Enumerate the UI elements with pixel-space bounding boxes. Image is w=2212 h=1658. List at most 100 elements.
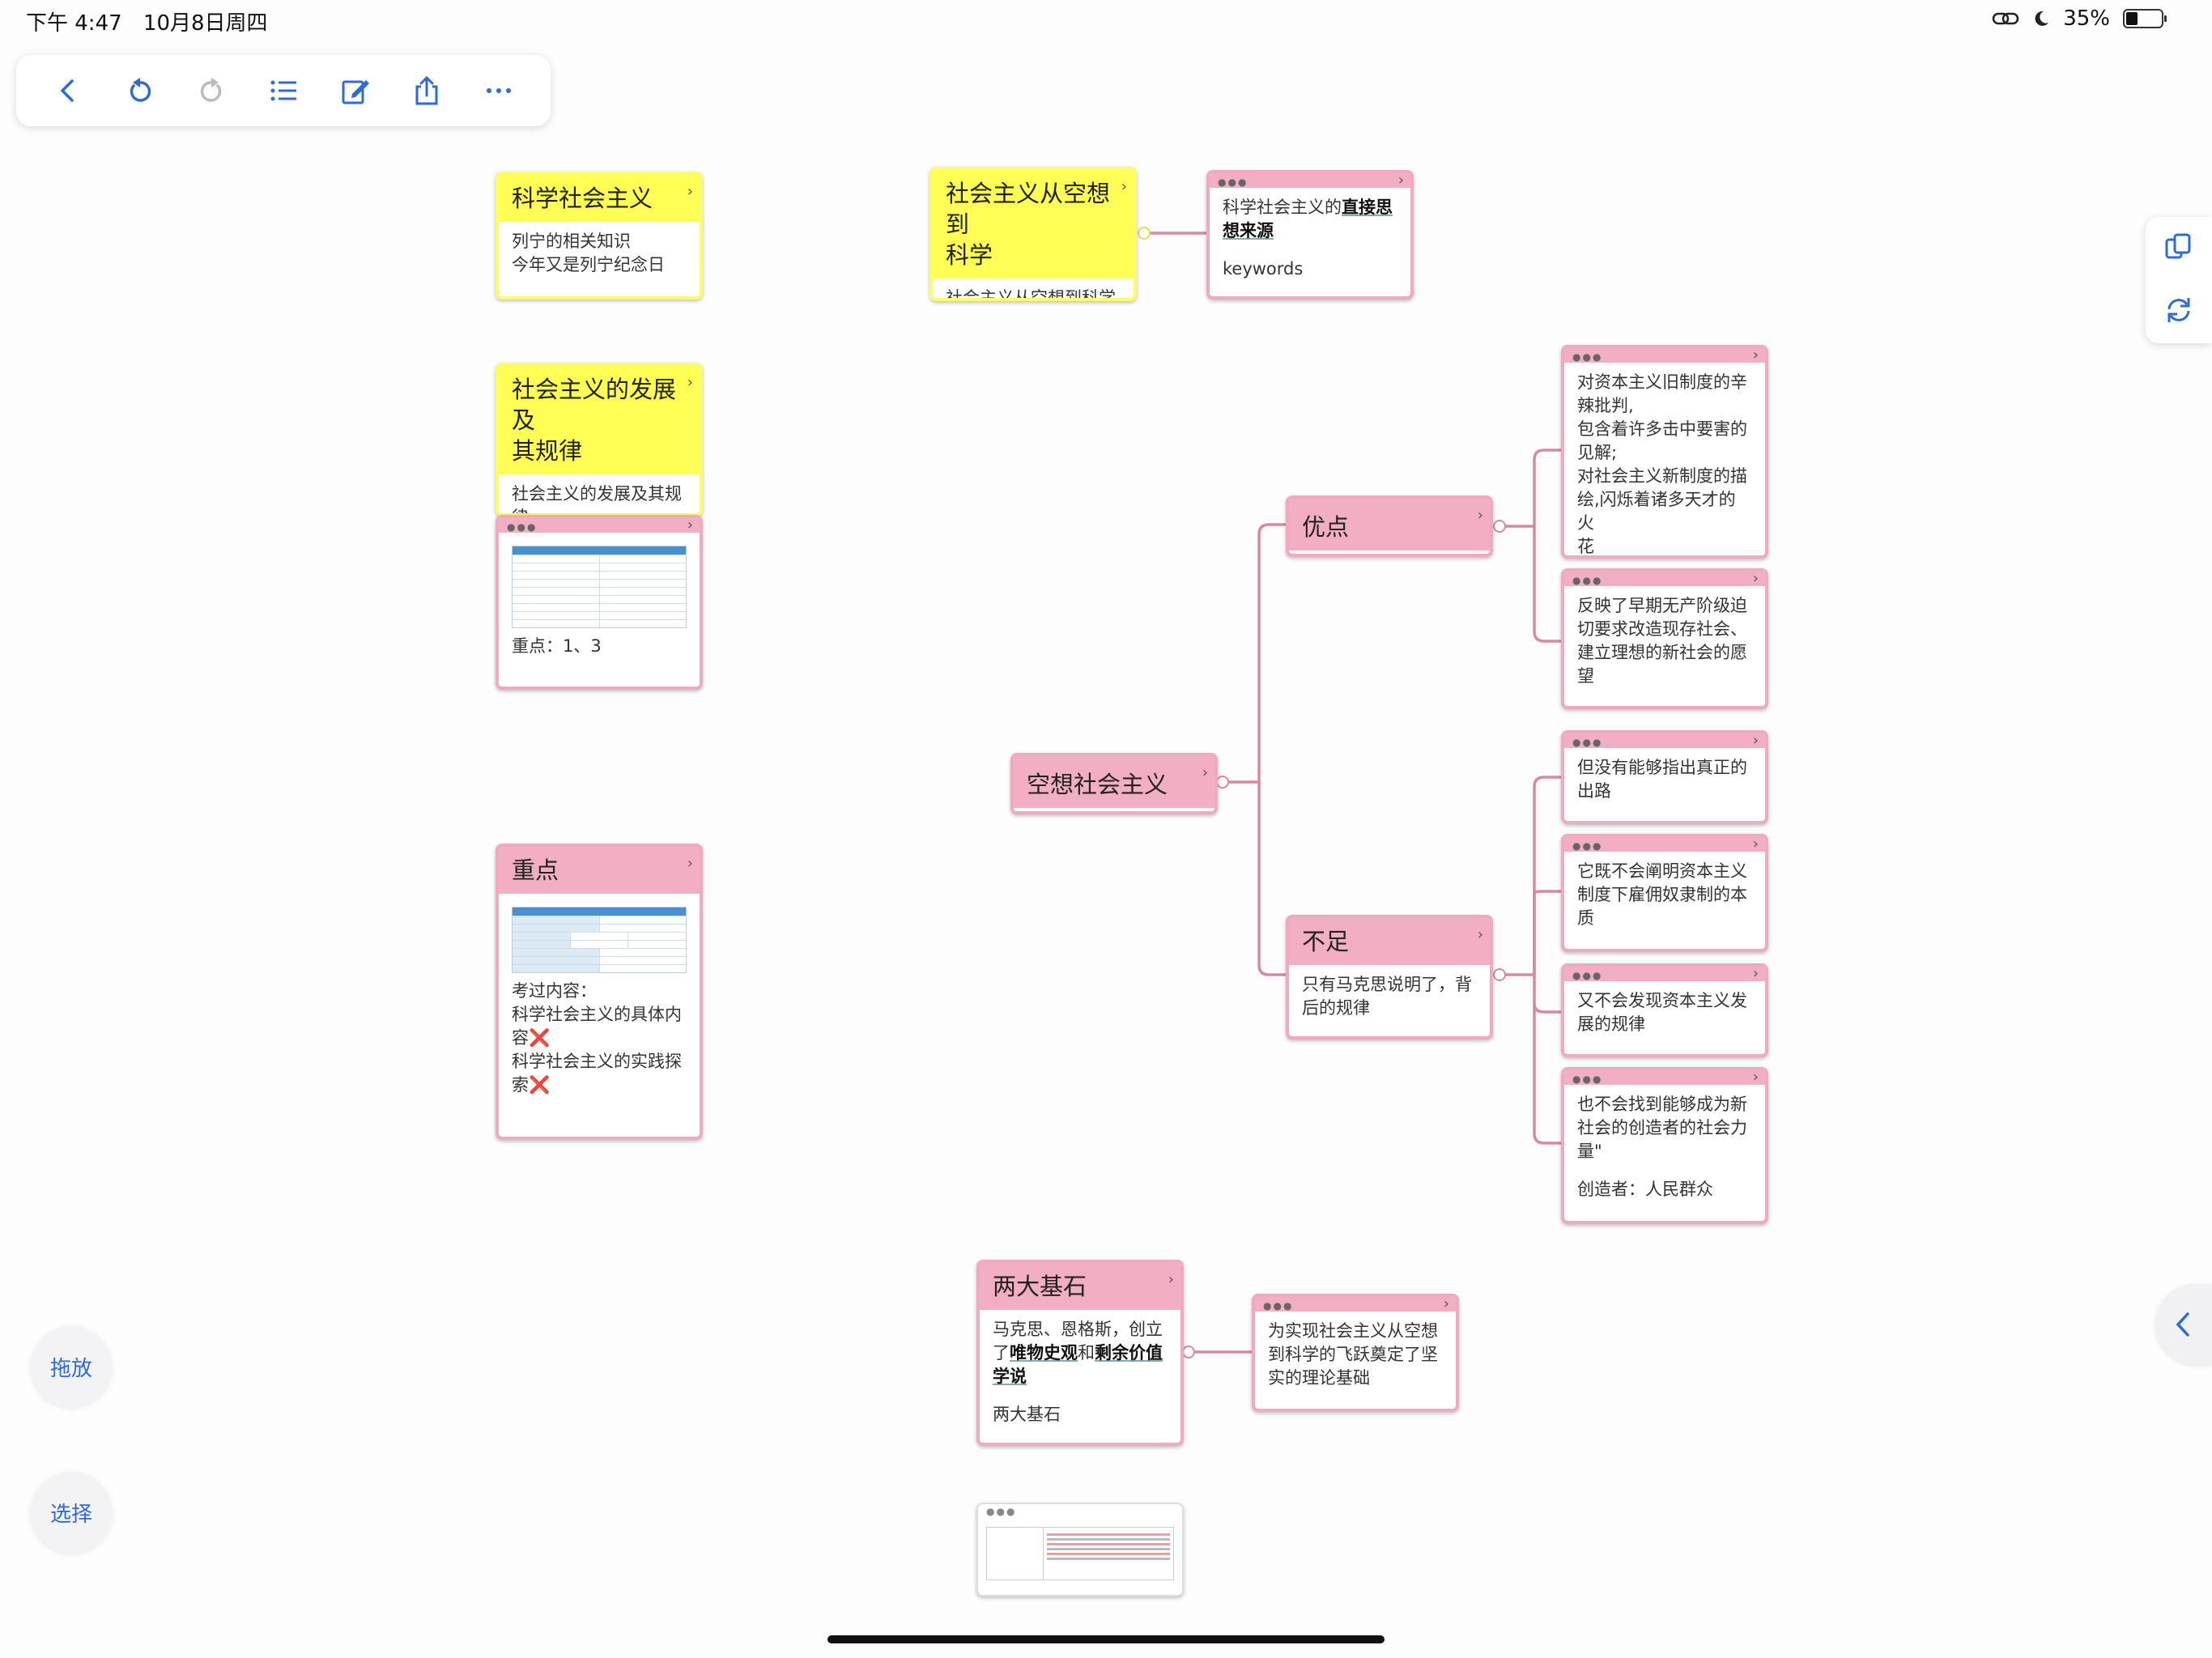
chevron-right-icon: › [1168, 1271, 1174, 1288]
card-title: 不足› [1289, 918, 1490, 965]
topic-card-key-points[interactable]: 重点› 考过内容： 科学社会主义的具体内 容❌ 科学社会主义的实践探 索❌ [496, 844, 703, 1140]
cross-mark-icon: ❌ [529, 1075, 551, 1095]
undo-icon [130, 78, 151, 102]
select-button[interactable]: 选择 [31, 1472, 112, 1553]
note-card-shortcoming-1[interactable]: ●●● › 但没有能够指出真正的出路 [1561, 730, 1768, 824]
chevron-right-icon: › [687, 517, 693, 534]
note-card-shortcoming-4[interactable]: ●●● › 也不会找到能够成为新社会的创造者的社会力 量" 创造者：人民群众 [1561, 1067, 1768, 1224]
dots-icon: ●●● [507, 521, 538, 533]
dots-icon: ●●● [1218, 176, 1249, 188]
dots-icon: ●●● [1572, 1073, 1603, 1085]
note-card-table-image[interactable]: ●●● › 重点：1、3 [496, 515, 703, 690]
card-body: 只有马克思说明了，背 后的规律 [1302, 975, 1472, 1018]
chevron-left-icon [2176, 1312, 2189, 1337]
card-body: 社会主义的发展及其规 律 [512, 484, 682, 513]
status-time: 下午 4:47 [26, 11, 122, 36]
chevron-right-icon: › [1752, 965, 1759, 982]
dots-icon: ●●● [1572, 840, 1603, 852]
redo-button[interactable] [187, 66, 236, 115]
card-title: 社会主义的发展及其规律› [499, 366, 700, 474]
note-card-shortcoming-3[interactable]: ●●● › 又不会发现资本主义发展的规律 [1561, 963, 1768, 1057]
topic-card-utopian-socialism[interactable]: 空想社会主义› [1010, 753, 1218, 814]
collapse-node[interactable] [1493, 968, 1506, 981]
share-icon [415, 75, 438, 105]
card-body: 社会主义从空想到科学 [946, 288, 1116, 301]
document-image [986, 1527, 1174, 1580]
chevron-right-icon: › [1752, 346, 1759, 363]
topic-card-utopia-to-science[interactable]: 社会主义从空想到科学› 社会主义从空想到科学 [929, 167, 1137, 301]
back-button[interactable] [44, 66, 92, 115]
card-body: 重点：1、3 [499, 533, 700, 666]
expand-panel-button[interactable] [2155, 1284, 2212, 1365]
topic-card-merits[interactable]: 优点› [1286, 495, 1493, 557]
chevron-right-icon: › [1397, 172, 1404, 189]
status-bar-right: 35% [1992, 6, 2167, 31]
sync-button[interactable] [2163, 295, 2194, 329]
drag-button[interactable]: 拖放 [31, 1326, 112, 1407]
card-body: 对资本主义旧制度的辛辣批判, 包含着许多击中要害的见解; 对社会主义新制度的描绘… [1577, 372, 1747, 556]
chevron-right-icon: › [1752, 835, 1759, 852]
table-image [512, 546, 687, 628]
chevron-right-icon: › [687, 374, 693, 391]
dots-icon: ●●● [1572, 737, 1603, 748]
chevron-right-icon: › [1202, 764, 1208, 781]
note-card-theory-foundation[interactable]: ●●● › 为实现社会主义从空想 到科学的飞跃奠定了坚 实的理论基础 [1252, 1294, 1459, 1412]
card-body: 也不会找到能够成为新社会的创造者的社会力 量" 创造者：人民群众 [1577, 1095, 1747, 1199]
chevron-right-icon: › [1443, 1295, 1449, 1312]
dots-icon: ●●● [1572, 575, 1603, 586]
copy-button[interactable] [2163, 232, 2194, 266]
more-icon [486, 88, 511, 93]
table-image [512, 907, 687, 973]
dots-icon: ●●● [1572, 970, 1603, 981]
more-button[interactable] [474, 66, 523, 115]
cross-mark-icon: ❌ [529, 1028, 551, 1048]
topic-card-scientific-socialism[interactable]: 科学社会主义› 列宁的相关知识 今年又是列宁纪念日 [496, 172, 703, 300]
chevron-right-icon: › [1477, 926, 1483, 943]
undo-button[interactable] [116, 66, 164, 115]
home-indicator[interactable] [827, 1635, 1385, 1643]
moon-icon [2035, 11, 2049, 26]
note-card-direct-source[interactable]: ●●● › 科学社会主义的直接思 想来源 keywords [1206, 170, 1414, 300]
topic-card-two-cornerstones[interactable]: 两大基石› 马克思、恩格斯，创立 了唯物史观和剩余价值 学说 两大基石 [976, 1260, 1184, 1446]
card-body: 又不会发现资本主义发展的规律 [1577, 991, 1747, 1034]
edit-button[interactable] [331, 66, 380, 115]
collapse-node[interactable] [1182, 1346, 1195, 1358]
collapse-node[interactable] [1216, 776, 1229, 789]
chevron-right-icon: › [1477, 507, 1483, 524]
card-title: 空想社会主义› [1014, 756, 1214, 808]
card-body: 反映了早期无产阶级迫切要求改造现存社会、 建立理想的新社会的愿望 [1577, 596, 1747, 686]
chevron-right-icon: › [687, 183, 693, 200]
topic-card-shortcomings[interactable]: 不足› 只有马克思说明了，背 后的规律 [1286, 915, 1493, 1039]
card-title: 优点› [1289, 499, 1490, 551]
note-card-document-image[interactable]: ●●● [976, 1503, 1184, 1596]
sync-icon [2167, 298, 2190, 322]
card-title: 重点› [499, 847, 700, 894]
dots-icon: ●●● [986, 1506, 1017, 1517]
dots-icon: ●●● [1263, 1300, 1294, 1312]
card-body: 列宁的相关知识 今年又是列宁纪念日 [512, 232, 665, 274]
chevron-right-icon: › [1752, 1069, 1759, 1086]
card-body: 为实现社会主义从空想 到科学的飞跃奠定了坚 实的理论基础 [1268, 1321, 1438, 1388]
card-title: 两大基石› [980, 1263, 1180, 1310]
card-body: 考过内容： 科学社会主义的具体内 容❌ 科学社会主义的实践探 索❌ [499, 894, 700, 1105]
chevron-right-icon: › [687, 855, 693, 872]
collapse-node[interactable] [1138, 227, 1151, 240]
dots-icon: ●●● [1572, 351, 1603, 363]
note-card-shortcoming-2[interactable]: ●●●› 它既不会阐明资本主义制度下雇佣奴隶制的本 质 [1561, 834, 1768, 952]
card-body: 马克思、恩格斯，创立 了唯物史观和剩余价值 学说 两大基石 [993, 1320, 1163, 1424]
outline-button[interactable] [259, 66, 308, 115]
card-body: 但没有能够指出真正的出路 [1577, 758, 1747, 801]
list-icon [270, 80, 296, 101]
chevron-right-icon: › [1752, 732, 1759, 749]
battery-icon [2123, 9, 2167, 28]
note-card-merit-1[interactable]: ●●● › 对资本主义旧制度的辛辣批判, 包含着许多击中要害的见解; 对社会主义新… [1561, 345, 1768, 559]
chevron-right-icon: › [1752, 570, 1759, 587]
collapse-node[interactable] [1493, 520, 1506, 533]
edit-icon [342, 80, 369, 104]
card-body: 科学社会主义的直接思 想来源 keywords [1223, 198, 1393, 278]
note-card-merit-2[interactable]: ●●● › 反映了早期无产阶级迫切要求改造现存社会、 建立理想的新社会的愿望 [1561, 568, 1768, 709]
chevron-right-icon: › [1121, 178, 1127, 195]
share-button[interactable] [402, 66, 451, 115]
battery-percent: 35% [2063, 6, 2110, 31]
